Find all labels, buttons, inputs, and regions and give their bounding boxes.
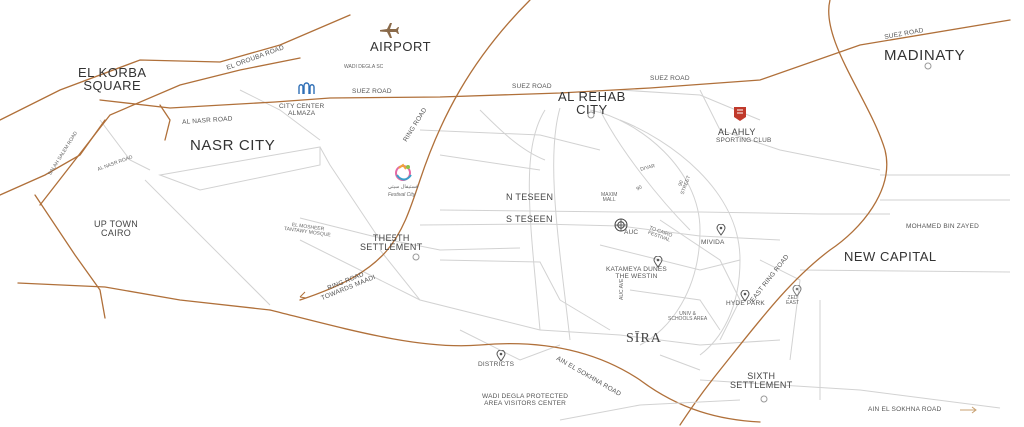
suez-road-label-1: SUEZ ROAD [352,88,392,95]
al-rehab-marker-icon[interactable] [587,111,595,119]
maadi-direction-arrow [299,291,307,299]
al-ahly-label: AL AHLY [718,127,756,137]
suez-road-label-2: SUEZ ROAD [512,83,552,90]
zed-east-label: ZED EAST [786,295,800,306]
suez-road-label-3: SUEZ ROAD [650,75,690,82]
nasr-city-label: NASR CITY [190,137,276,154]
hyde-park-pin-icon[interactable] [740,290,750,302]
el-korba-label: EL KORBA SQUARE [78,65,147,93]
city-center-icon [298,82,315,94]
local-streets [99,89,1011,409]
al-ahly-badge-icon [734,107,746,121]
ain-sokhna-feeder [559,399,741,421]
city-center-label: CITY CENTER ALMAZA [279,103,325,117]
hyde-park-label: HYDE PARK [726,300,765,307]
mivida-label: MIVIDA [701,239,725,246]
fifth-settlement-label: THE5TH SETTLEMENT [360,233,423,252]
fifth-settlement-marker-icon[interactable] [412,253,420,261]
sokhna-direction-arrow [960,406,977,414]
s-teseen-label: S TESEEN [506,214,553,224]
ain-sokhna-road-label-2: AIN EL SOKHNA ROAD [868,406,942,413]
zed-east-pin-icon[interactable] [792,285,802,297]
festival-city-label: Festival City [388,192,416,198]
sixth-settlement-marker-icon[interactable] [760,395,768,403]
airplane-icon [380,23,399,38]
al-rehab-label: AL REHAB CITY [558,89,626,117]
katameya-label: KATAMEYA DUNES THE WESTIN [606,266,667,280]
districts-pin-icon[interactable] [496,350,506,362]
mivida-pin-icon[interactable] [716,224,726,236]
sira-label: SĪRA [626,331,662,346]
districts-label: DISTRICTS [478,361,515,368]
new-capital-label: NEW CAPITAL [844,249,937,264]
al-ahly-sub-label: SPORTING CLUB [716,137,772,144]
madinaty-label: MADINATY [884,47,966,64]
wadi-degla-sc-label: WADI DEGLA SC [344,64,384,70]
univ-label: UNIV & SCHOOLS AREA [668,311,708,322]
madinaty-marker-icon[interactable] [924,62,932,70]
katameya-pin-icon[interactable] [653,256,663,268]
auc-label: AUC [624,229,639,236]
festival-city-ar-label: فستيفال سيتي [388,184,419,190]
n-teseen-label: N TESEEN [506,192,554,202]
sixth-settlement-label: SIXTH SETTLEMENT [730,371,793,390]
auc-icon [614,218,628,232]
airport-label: AIRPORT [370,39,432,54]
mohamed-bin-zayed-label: MOHAMED BIN ZAYED [906,223,979,230]
wadi-degla-visitors-label: WADI DEGLA PROTECTED AREA VISITORS CENTE… [482,393,569,407]
festival-city-logo [395,163,412,181]
up-town-label: UP TOWN CAIRO [94,219,139,238]
auc-ave-label: AUC AVE [619,278,625,300]
maxim-mall-label: MAXIM MALL [601,192,618,203]
